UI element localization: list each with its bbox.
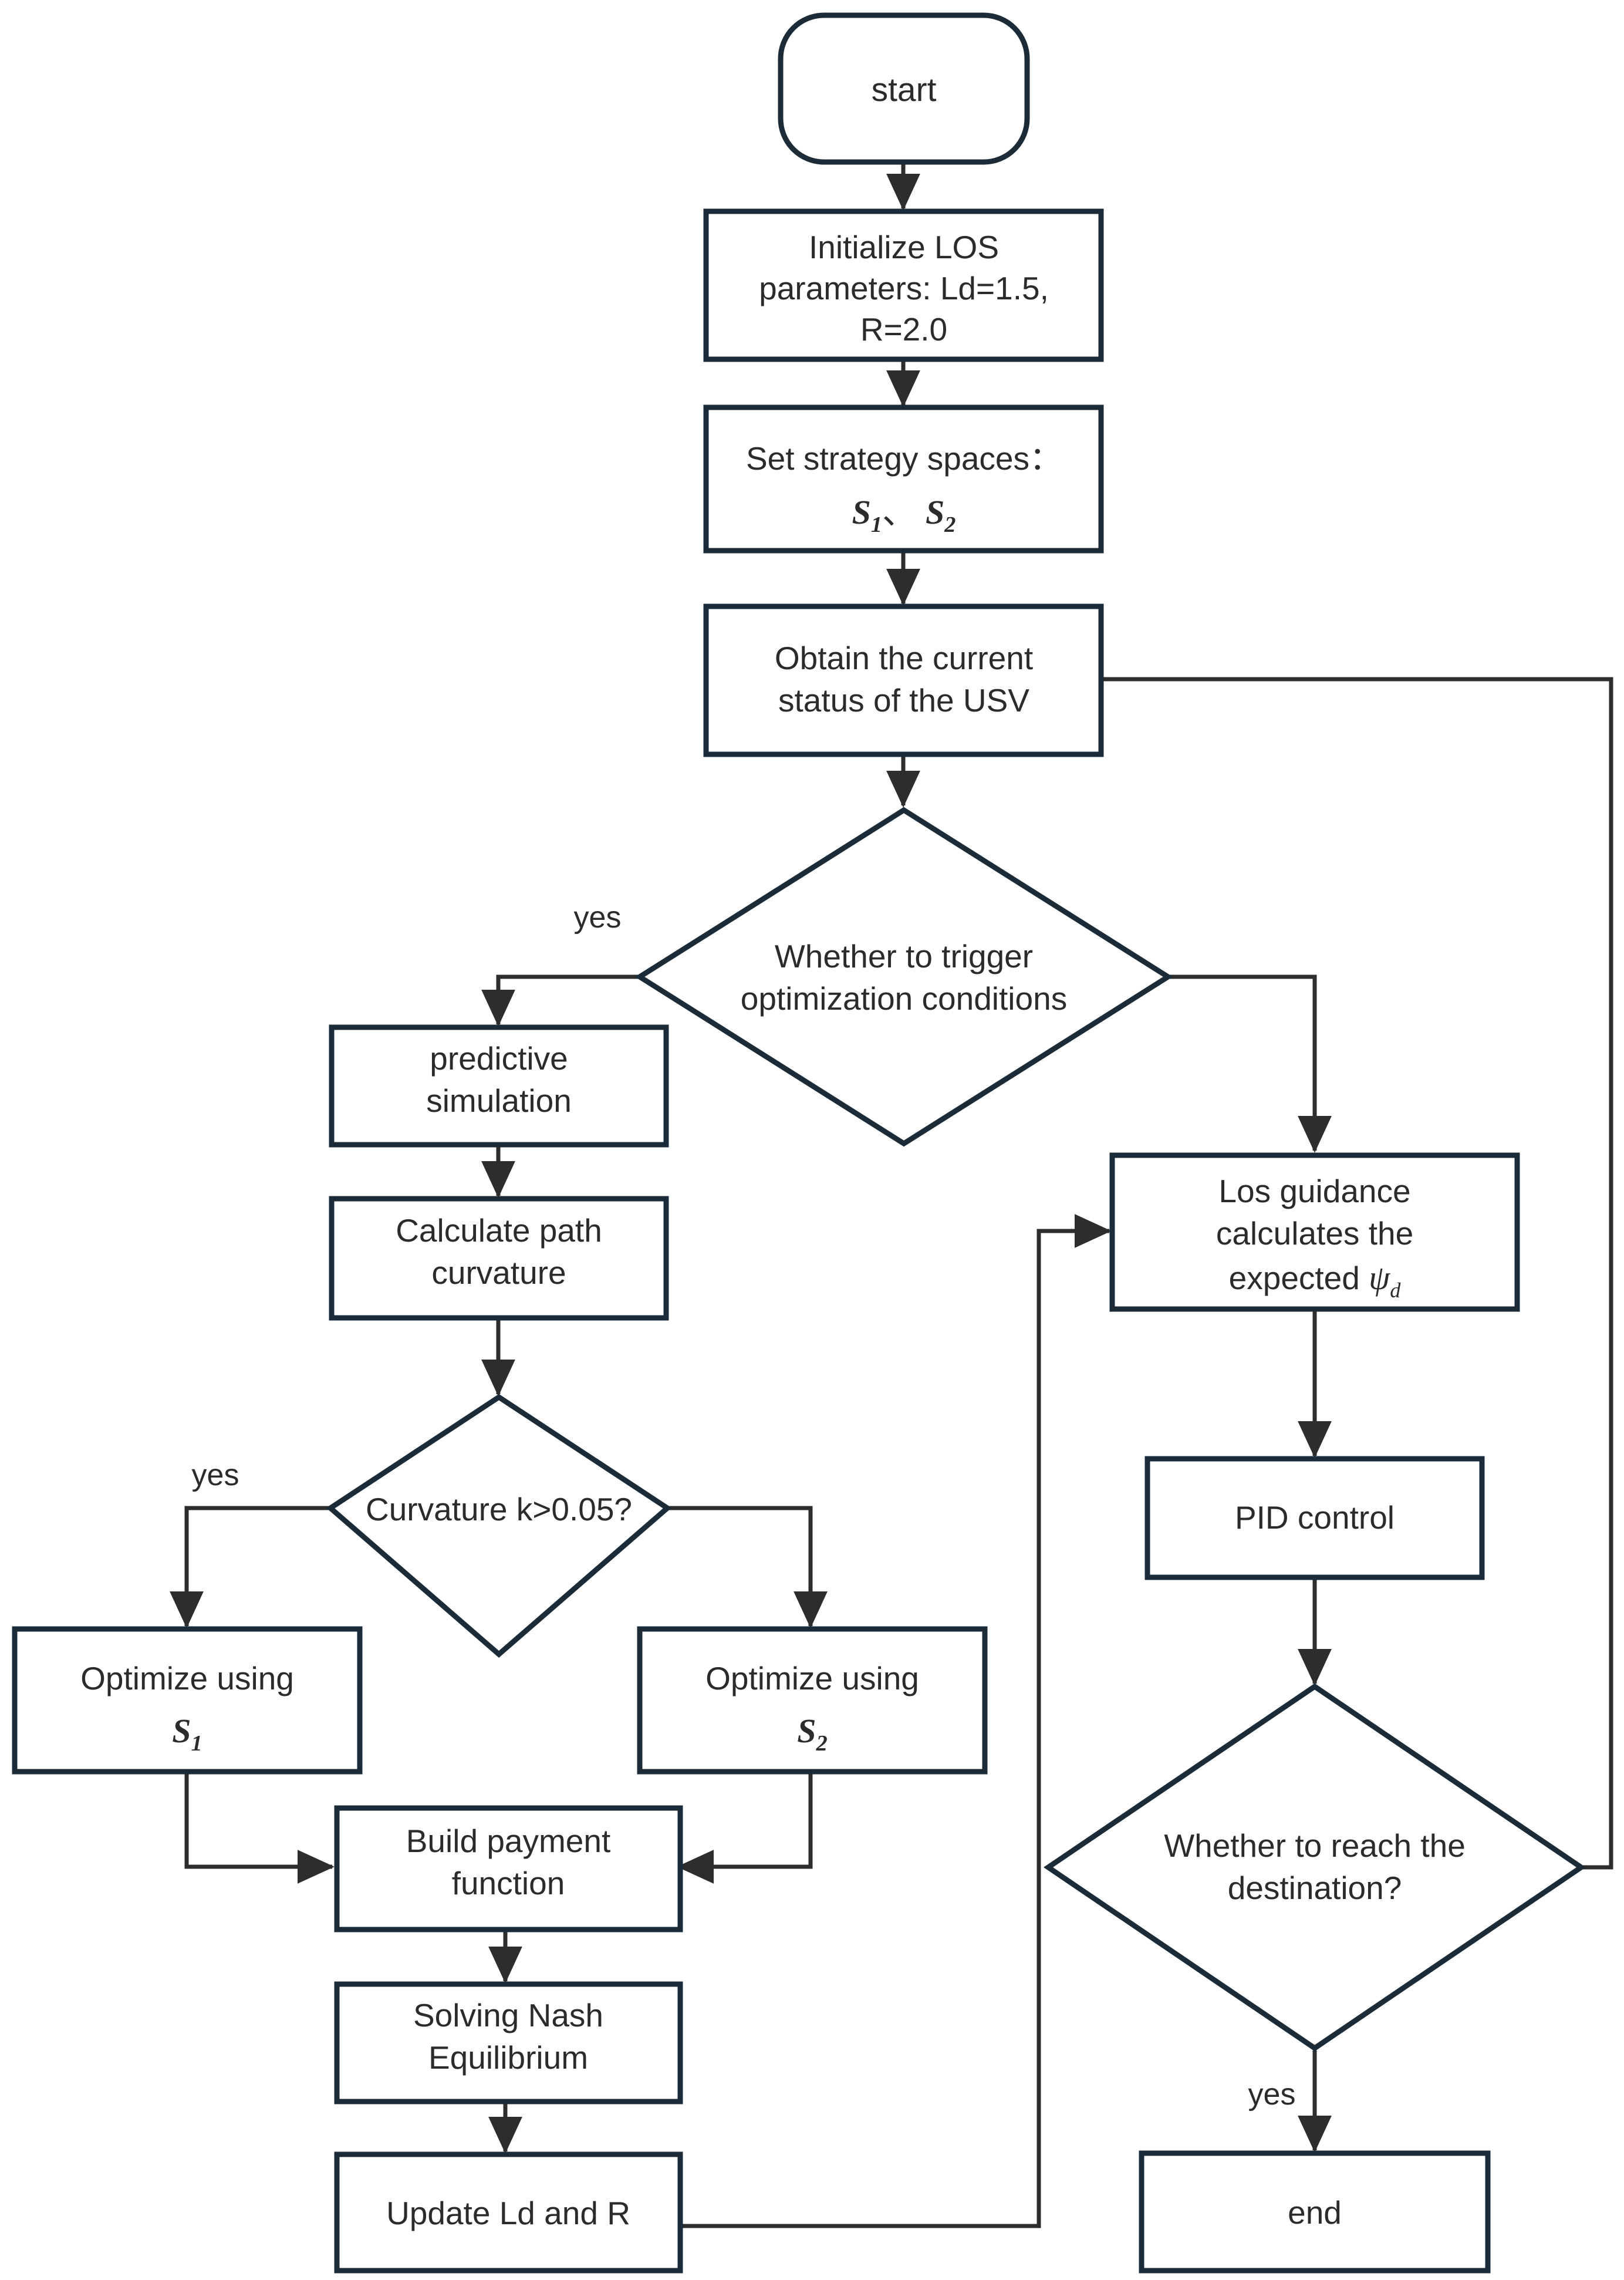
- node-init-line1: Initialize LOS: [809, 229, 999, 265]
- edge-label-layer: yes yes yes: [192, 900, 1296, 2112]
- node-predictive-line1: predictive: [430, 1040, 568, 1077]
- los-line3-prefix: expected: [1229, 1260, 1369, 1296]
- node-s2-math: S2: [797, 1712, 827, 1756]
- node-trigger-optimization-decision[interactable]: Whether to trigger optimization conditio…: [634, 807, 1173, 1147]
- strategy-s1-sub: 1: [871, 512, 882, 537]
- node-strategy-math: S1、S2: [852, 493, 956, 537]
- node-solving-nash-equilibrium[interactable]: Solving Nash Equilibrium: [334, 1981, 683, 2104]
- edge-curvature-no-to-s2: [664, 1506, 828, 1628]
- node-s1-math: S1: [172, 1712, 202, 1756]
- node-update-ld-and-r[interactable]: Update Ld and R: [334, 2151, 683, 2274]
- node-predictive-line2: simulation: [426, 1082, 572, 1119]
- node-payment-line2: function: [452, 1865, 565, 1901]
- node-los-guidance-expected-heading[interactable]: Los guidance calculates the expected ψd: [1109, 1152, 1520, 1312]
- s1-symbol: S: [172, 1712, 191, 1750]
- node-reach-destination-decision[interactable]: Whether to reach the destination?: [1043, 1683, 1586, 2052]
- node-nash-line2: Equilibrium: [428, 2039, 588, 2076]
- node-los-line1: Los guidance: [1218, 1173, 1410, 1209]
- node-calc-line1: Calculate path: [396, 1212, 602, 1249]
- node-init-line2: parameters: Ld=1.5,: [759, 270, 1049, 306]
- node-s2-line1: Optimize using: [705, 1660, 919, 1696]
- edge-update-to-los-guidance: [679, 1214, 1112, 2228]
- edge-label-destination-yes: yes: [1248, 2077, 1296, 2112]
- s1-subscript: 1: [191, 1731, 202, 1756]
- edge-trigger-no-to-los: [1164, 974, 1332, 1153]
- node-start[interactable]: start: [778, 12, 1030, 165]
- s2-subscript: 2: [816, 1731, 828, 1756]
- node-init-line3: R=2.0: [860, 311, 947, 348]
- node-set-strategy-spaces[interactable]: Set strategy spaces： S1、S2: [703, 404, 1104, 554]
- node-calculate-path-curvature[interactable]: Calculate path curvature: [329, 1196, 669, 1321]
- node-layer: start Initialize LOS parameters: Ld=1.5,…: [12, 12, 1586, 2274]
- psi-symbol: ψ: [1369, 1259, 1390, 1297]
- node-optimize-using-s2[interactable]: Optimize using S2: [637, 1626, 988, 1775]
- edge-trigger-yes-to-predictive: [481, 974, 643, 1027]
- edge-curvature-yes-to-s1: [170, 1506, 332, 1628]
- node-destination-line2: destination?: [1228, 1870, 1402, 1906]
- edge-layer: [170, 163, 1613, 2228]
- edge-s2-to-build-payment: [677, 1772, 813, 1884]
- node-build-payment-function[interactable]: Build payment function: [334, 1805, 683, 1932]
- strategy-s2: S: [926, 493, 944, 531]
- node-end[interactable]: end: [1139, 2150, 1491, 2274]
- node-trigger-line2: optimization conditions: [741, 980, 1067, 1017]
- edge-s1-to-build-payment: [184, 1772, 335, 1884]
- node-los-line3: expected ψd: [1229, 1259, 1402, 1302]
- node-curvature-line1: Curvature k>0.05?: [366, 1491, 632, 1527]
- node-init-los-parameters[interactable]: Initialize LOS parameters: Ld=1.5, R=2.0: [703, 208, 1104, 362]
- node-nash-line1: Solving Nash: [413, 1997, 603, 2033]
- strategy-separator: 、: [882, 493, 916, 531]
- node-obtain-line2: status of the USV: [778, 682, 1029, 719]
- node-start-label: start: [872, 71, 937, 109]
- node-optimize-using-s1[interactable]: Optimize using S1: [12, 1626, 363, 1775]
- node-s1-line1: Optimize using: [80, 1660, 294, 1696]
- node-obtain-usv-status[interactable]: Obtain the current status of the USV: [703, 603, 1104, 757]
- node-end-label: end: [1288, 2194, 1342, 2231]
- edge-destination-no-to-obtain: [839, 662, 1613, 1870]
- node-obtain-line1: Obtain the current: [775, 640, 1033, 676]
- node-strategy-line1: Set strategy spaces：: [746, 440, 1062, 477]
- node-predictive-simulation[interactable]: predictive simulation: [329, 1024, 669, 1148]
- node-trigger-line1: Whether to trigger: [775, 938, 1033, 974]
- node-update-line1: Update Ld and R: [386, 2195, 630, 2231]
- s2-symbol: S: [797, 1712, 816, 1750]
- edge-label-trigger-yes: yes: [574, 900, 622, 935]
- node-payment-line1: Build payment: [406, 1823, 611, 1859]
- strategy-s1: S: [852, 493, 871, 531]
- node-pid-line1: PID control: [1235, 1499, 1395, 1536]
- node-destination-line1: Whether to reach the: [1164, 1827, 1466, 1864]
- node-pid-control[interactable]: PID control: [1144, 1456, 1485, 1580]
- node-curvature-threshold-decision[interactable]: Curvature k>0.05?: [326, 1394, 672, 1658]
- strategy-s2-sub: 2: [944, 512, 956, 537]
- psi-subscript: d: [1390, 1279, 1401, 1302]
- node-calc-line2: curvature: [431, 1254, 566, 1291]
- edge-label-curvature-yes: yes: [192, 1458, 239, 1492]
- node-los-line2: calculates the: [1216, 1215, 1413, 1252]
